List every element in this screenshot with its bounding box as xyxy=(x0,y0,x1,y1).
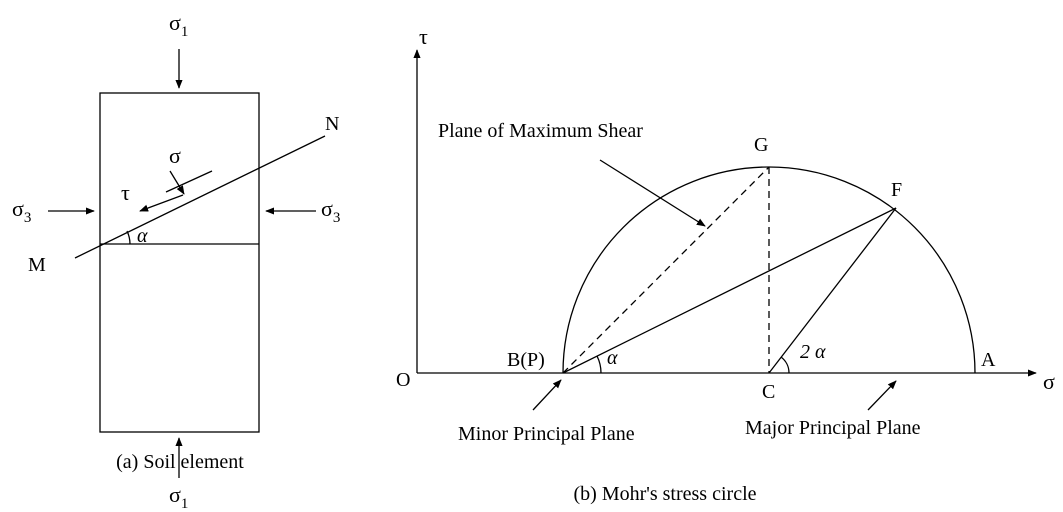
sigma-axis-label: σ xyxy=(1043,369,1055,394)
point-m-label: M xyxy=(28,254,46,276)
point-c-label: C xyxy=(762,381,775,403)
max-shear-pointer xyxy=(599,159,706,227)
sigma3-left-label: σ3 xyxy=(12,196,31,226)
sigma1-bottom-label: σ1 xyxy=(169,482,188,512)
alpha-label-mohr: α xyxy=(607,347,618,369)
minor-plane-pointer xyxy=(532,379,562,411)
tau-axis-label: τ xyxy=(419,24,428,49)
major-plane-pointer xyxy=(867,380,897,411)
alpha-arc-soil xyxy=(126,230,131,245)
failure-plane-mn xyxy=(74,135,326,259)
line-b-to-g-dashed xyxy=(562,166,770,374)
mohr-circle-figure: τ σ O α 2 α B(P) C A G F Plane of Maximu… xyxy=(396,24,1055,505)
sigma1-top-label: σ1 xyxy=(169,10,188,40)
major-principal-plane-label: Major Principal Plane xyxy=(745,417,921,439)
alpha-arc-mohr xyxy=(596,355,602,374)
minor-principal-plane-label: Minor Principal Plane xyxy=(458,423,635,445)
two-alpha-label: 2 α xyxy=(800,341,826,363)
sigma-label: σ xyxy=(169,143,181,168)
point-a-label: A xyxy=(981,349,996,371)
point-b-label: B(P) xyxy=(507,349,545,371)
soil-element-figure: σ1 σ1 σ3 σ3 σ τ α M N (a) Soil element xyxy=(12,10,340,512)
sigma3-right-label: σ3 xyxy=(321,196,340,226)
mohr-circle-caption: (b) Mohr's stress circle xyxy=(574,483,757,505)
two-alpha-arc xyxy=(780,356,790,374)
origin-label: O xyxy=(396,369,410,391)
point-n-label: N xyxy=(325,113,339,135)
normal-stress-marker xyxy=(165,170,213,193)
soil-element-box xyxy=(99,92,260,433)
normal-stress-arrow xyxy=(169,170,185,195)
point-f-label: F xyxy=(891,179,902,201)
alpha-label-soil: α xyxy=(137,225,148,247)
line-b-to-f xyxy=(562,207,897,374)
max-shear-plane-label: Plane of Maximum Shear xyxy=(438,120,643,142)
soil-element-caption: (a) Soil element xyxy=(116,451,244,473)
shear-stress-arrow xyxy=(139,194,184,212)
point-g-label: G xyxy=(754,134,768,156)
tau-label: τ xyxy=(121,180,130,205)
line-c-to-f xyxy=(768,207,897,374)
